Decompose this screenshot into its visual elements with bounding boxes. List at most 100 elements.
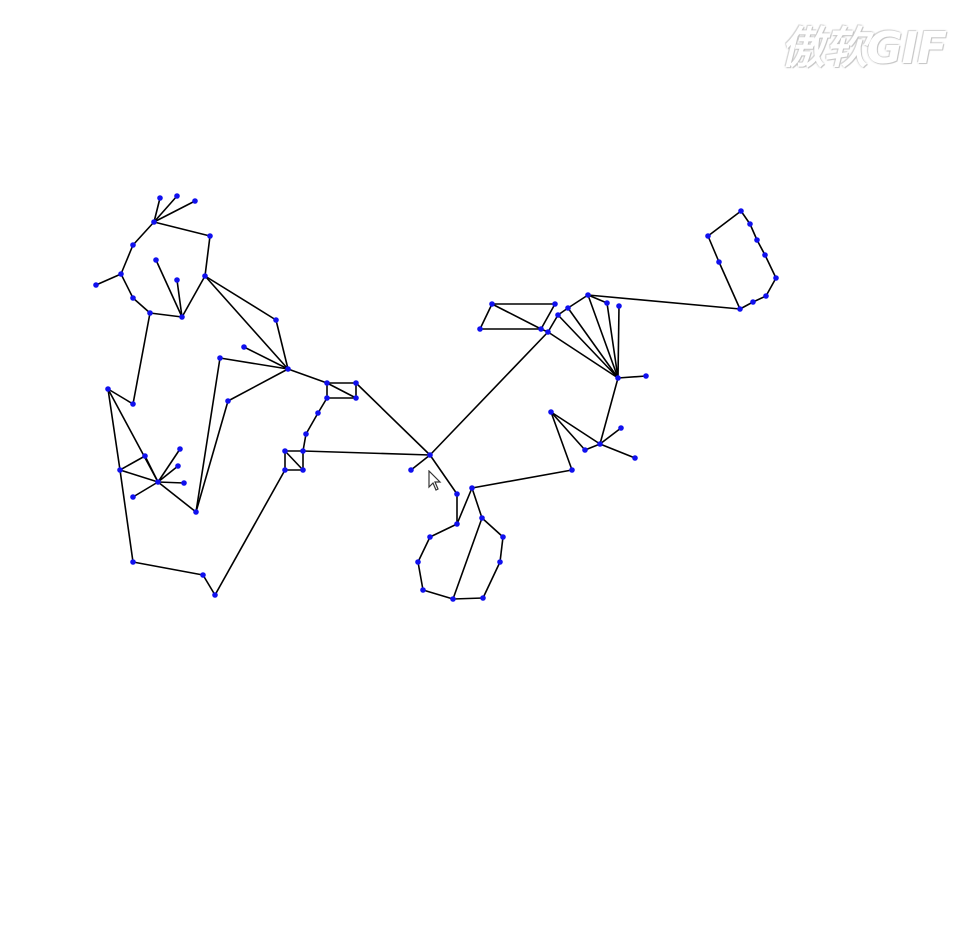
graph-edge <box>195 400 229 513</box>
graph-edge <box>132 481 159 498</box>
graph-edge <box>287 368 328 384</box>
graph-edge <box>550 411 586 451</box>
graph-node <box>300 467 306 473</box>
graph-node <box>202 273 208 279</box>
graph-node <box>585 292 591 298</box>
graph-edge <box>153 221 211 237</box>
graph-edge <box>471 487 483 519</box>
graph-node <box>353 380 359 386</box>
graph-edge <box>120 244 134 275</box>
graph-edge <box>95 273 122 286</box>
mouse-pointer-icon <box>428 469 442 497</box>
graph-node <box>565 305 571 311</box>
graph-node <box>207 233 213 239</box>
graph-node <box>548 409 554 415</box>
graph-edge <box>144 455 159 483</box>
graph-edge <box>599 427 622 445</box>
graph-node <box>427 452 433 458</box>
graph-node <box>538 326 544 332</box>
graph-node <box>618 425 624 431</box>
graph-edge <box>749 223 758 241</box>
graph-node <box>324 395 330 401</box>
graph-node <box>117 467 123 473</box>
graph-node <box>555 312 561 318</box>
graph-edge <box>243 346 289 370</box>
graph-edge <box>284 450 304 471</box>
graph-edge <box>756 239 766 256</box>
graph-node <box>616 303 622 309</box>
graph-edge <box>482 561 501 599</box>
graph-node <box>762 252 768 258</box>
graph-node <box>747 221 753 227</box>
graph-edge <box>456 487 473 525</box>
graph-node <box>155 479 161 485</box>
graph-node <box>315 410 321 416</box>
graph-edge <box>219 357 289 370</box>
graph-node <box>147 310 153 316</box>
graph-node <box>177 446 183 452</box>
graph-node <box>552 301 558 307</box>
graph-node <box>142 453 148 459</box>
graph-edge <box>132 221 155 246</box>
graph-edge <box>452 517 483 600</box>
graph-edge <box>181 275 206 318</box>
graph-node <box>118 271 124 277</box>
graph-node <box>615 375 621 381</box>
graph-edge <box>107 388 134 405</box>
graph-edge <box>317 397 328 414</box>
graph-node <box>489 301 495 307</box>
graph-edge <box>119 455 146 471</box>
graph-edge <box>550 411 573 471</box>
graph-edge <box>471 469 573 489</box>
graph-node <box>179 314 185 320</box>
graph-edge <box>202 574 216 596</box>
graph-node <box>200 572 206 578</box>
graph-edge <box>119 469 159 483</box>
graph-edge <box>417 561 424 591</box>
graph-edge <box>499 536 504 563</box>
graph-node <box>174 193 180 199</box>
graph-node <box>545 329 551 335</box>
graph-node <box>273 317 279 323</box>
graph-node <box>282 448 288 454</box>
graph-edge <box>587 294 741 310</box>
graph-edge <box>153 197 161 223</box>
graph-node <box>225 398 231 404</box>
graph-node <box>153 257 159 263</box>
graph-edge <box>107 388 121 471</box>
graph-node <box>716 259 722 265</box>
graph-edge <box>567 294 589 309</box>
graph-edge <box>132 561 204 576</box>
graph-node <box>353 395 359 401</box>
graph-edge <box>410 454 431 471</box>
graph-edge <box>587 294 619 379</box>
graph-edge <box>707 235 720 263</box>
graph-edge <box>305 412 319 435</box>
graph-edge <box>557 314 619 379</box>
graph-edge <box>617 375 647 379</box>
graph-node <box>738 208 744 214</box>
graph-node <box>217 355 223 361</box>
graph-node <box>750 299 756 305</box>
graph-edge <box>132 297 151 314</box>
graph-edge <box>429 331 549 456</box>
graph-edge <box>157 481 197 513</box>
graph-edge <box>227 368 289 402</box>
graph-node <box>300 448 306 454</box>
graph-node <box>450 596 456 602</box>
graph-edge <box>355 382 431 456</box>
graph-node <box>282 467 288 473</box>
graph-edge <box>157 448 181 483</box>
graph-edge <box>765 277 777 297</box>
graph-node <box>773 275 779 281</box>
graph-node <box>415 559 421 565</box>
graph-node <box>427 534 433 540</box>
graph-edge <box>275 319 289 370</box>
graph-edge <box>204 235 211 277</box>
graph-edge <box>617 305 620 379</box>
graph-edge <box>599 377 619 445</box>
graph-edge <box>176 279 183 318</box>
graph-edge <box>120 273 134 299</box>
graph-node <box>157 195 163 201</box>
